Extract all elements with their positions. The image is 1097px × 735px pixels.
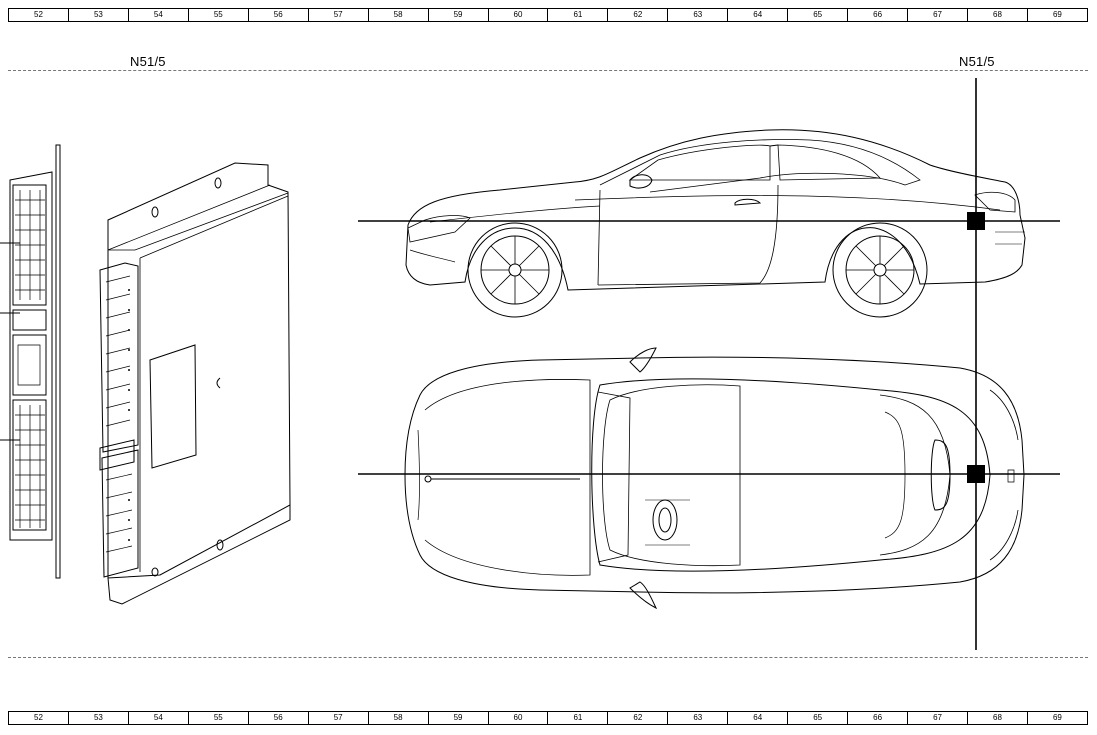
ruler-cell: 64 — [728, 712, 789, 724]
ruler-cell: 61 — [548, 9, 609, 21]
ruler-cell: 68 — [968, 712, 1028, 724]
ruler-cell: 66 — [848, 9, 909, 21]
location-crosshair-side — [358, 212, 1060, 230]
car-side-view — [405, 129, 1026, 318]
ruler-cell: 65 — [788, 712, 849, 724]
ruler-cell: 55 — [189, 712, 249, 724]
ruler-cell: 56 — [249, 9, 309, 21]
ruler-cell: 64 — [728, 9, 789, 21]
ruler-cell: 63 — [668, 9, 729, 21]
ruler-cell: 60 — [489, 9, 549, 21]
control-unit-iso-view — [99, 162, 291, 605]
dashed-separator-top — [8, 70, 1088, 71]
ruler-cell: 67 — [908, 9, 968, 21]
ruler-cell: 52 — [9, 712, 69, 724]
ruler-cell: 52 — [9, 9, 69, 21]
ruler-cell: 60 — [489, 712, 549, 724]
ruler-cell: 59 — [429, 712, 489, 724]
ruler-cell: 66 — [848, 712, 909, 724]
ruler-cell: 63 — [668, 712, 729, 724]
dashed-separator-bottom — [8, 657, 1088, 658]
ruler-bottom: 52 53 54 55 56 57 58 59 60 61 62 63 64 6… — [8, 711, 1088, 725]
ruler-cell: 58 — [369, 712, 429, 724]
car-top-view — [404, 347, 1025, 610]
ruler-cell: 62 — [608, 712, 669, 724]
ruler-cell: 67 — [908, 712, 968, 724]
ruler-cell: 69 — [1052, 713, 1062, 722]
ruler-cell: 62 — [608, 9, 669, 21]
component-label-right: N51/5 — [959, 54, 995, 69]
ruler-cell: 57 — [309, 9, 369, 21]
ruler-cell: 53 — [69, 712, 129, 724]
component-label-left: N51/5 — [130, 54, 166, 69]
ruler-cell: 58 — [369, 9, 429, 21]
ruler-cell: 61 — [548, 712, 609, 724]
ruler-cell: 69 — [1052, 10, 1062, 19]
ruler-cell: 55 — [189, 9, 249, 21]
ruler-top: 52 53 54 55 56 57 58 59 60 61 62 63 64 6… — [8, 8, 1088, 22]
ruler-cell: 54 — [129, 712, 189, 724]
location-crosshair-top — [358, 465, 1060, 483]
ruler-cell: 59 — [429, 9, 489, 21]
ruler-cell: 54 — [129, 9, 189, 21]
ruler-cell: 65 — [788, 9, 849, 21]
ruler-cell: 53 — [69, 9, 129, 21]
ruler-cell: 68 — [968, 9, 1028, 21]
ruler-cell: 57 — [309, 712, 369, 724]
ruler-cell: 56 — [249, 712, 309, 724]
control-unit-end-view — [0, 144, 61, 579]
